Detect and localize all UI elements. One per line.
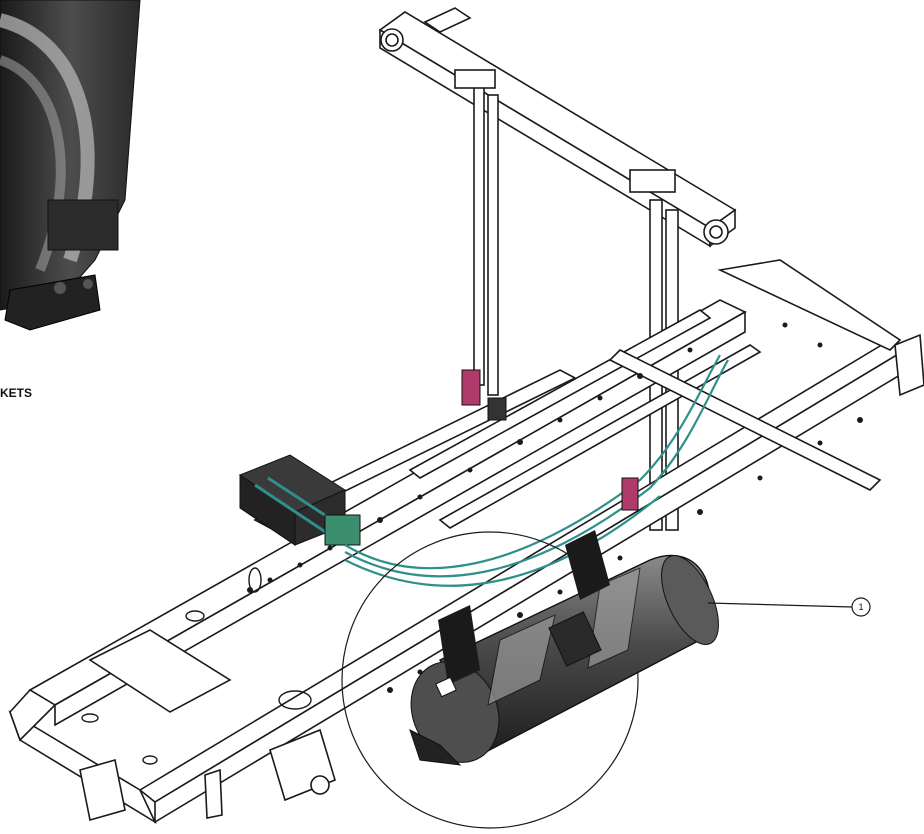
detail-circle xyxy=(341,531,639,829)
inset-caption-fragment: KETS xyxy=(0,386,32,400)
callout-1: 1 xyxy=(707,597,871,617)
inset-tank-brackets-view xyxy=(0,0,141,331)
pneumatic-valves xyxy=(461,369,639,511)
air-hoses xyxy=(344,354,729,587)
callout-number: 1 xyxy=(858,602,863,612)
callout-balloon xyxy=(851,597,871,617)
callout-leader-line xyxy=(707,602,853,608)
valve-manifold-box xyxy=(238,454,361,546)
chassis-frame xyxy=(8,259,924,825)
air-tank xyxy=(409,530,719,766)
frame-cutouts xyxy=(81,567,312,765)
gantry-frame xyxy=(378,7,737,531)
